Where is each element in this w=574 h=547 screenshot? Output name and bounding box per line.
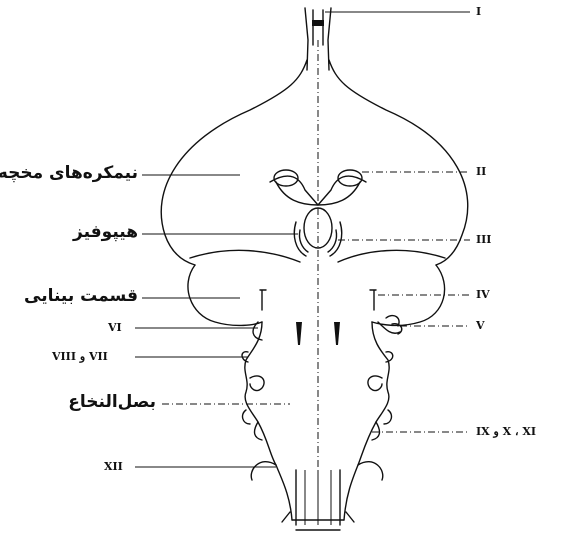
label-nerve-iii: III [476,234,491,245]
nerve-roots [242,290,402,440]
label-nerve-v: V [476,320,485,331]
label-nerve-ii: II [476,166,486,177]
brainstem [245,322,389,530]
label-cerebral-hemispheres: نیمکره‌های مخچه [0,165,138,182]
label-nerve-i: I [476,6,481,17]
label-nerve-vi: VI [108,322,122,333]
label-nerve-vii-viii: VII و VIII [52,351,108,362]
label-optic-part: قسمت بینایی [24,288,138,305]
label-nerve-iv: IV [476,289,490,300]
label-medulla-oblongata: بصل‌النخاع [68,394,156,411]
leader-lines [135,12,470,467]
label-nerve-xii: XII [104,461,123,472]
label-hypophysis: هیپوفیز [73,224,138,241]
label-nerve-ix-x-xi: IX و X ، XI [476,426,536,437]
